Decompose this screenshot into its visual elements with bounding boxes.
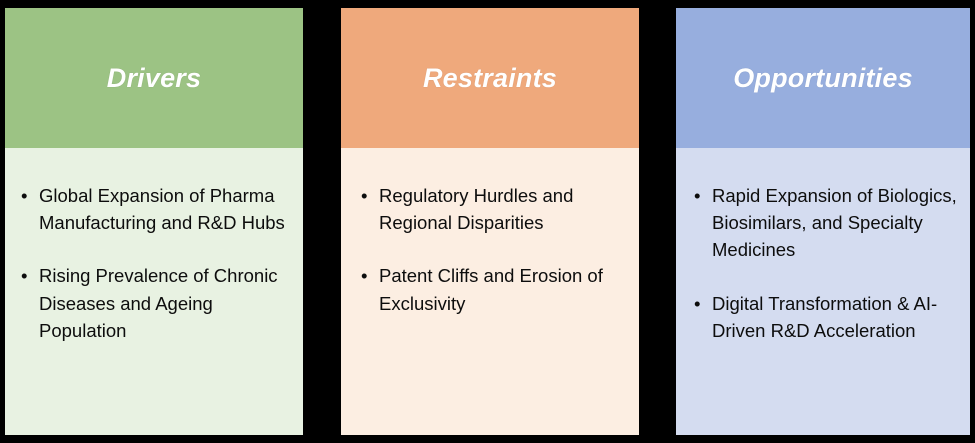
bullet-dot-icon: •	[361, 265, 368, 287]
list-item: • Digital Transformation & AI-Driven R&D…	[692, 290, 958, 344]
list-item-text: Rapid Expansion of Biologics, Biosimilar…	[712, 185, 957, 261]
column-title-restraints: Restraints	[422, 62, 558, 93]
column-opportunities: Opportunities • Rapid Expansion of Biolo…	[676, 8, 970, 435]
column-restraints: Restraints • Regulatory Hurdles and Regi…	[341, 8, 639, 435]
column-header-drivers: Drivers	[5, 8, 303, 148]
list-item: • Global Expansion of Pharma Manufacturi…	[19, 182, 291, 236]
list-item-text: Rising Prevalence of Chronic Diseases an…	[39, 265, 278, 341]
column-header-restraints: Restraints	[341, 8, 639, 148]
list-item-text: Global Expansion of Pharma Manufacturing…	[39, 185, 285, 234]
column-drivers: Drivers • Global Expansion of Pharma Man…	[5, 8, 303, 435]
column-body-opportunities: • Rapid Expansion of Biologics, Biosimil…	[676, 148, 970, 435]
list-item-text: Digital Transformation & AI-Driven R&D A…	[712, 292, 938, 341]
column-header-opportunities: Opportunities	[676, 8, 970, 148]
column-body-restraints: • Regulatory Hurdles and Regional Dispar…	[341, 148, 639, 435]
list-item: • Patent Cliffs and Erosion of Exclusivi…	[359, 262, 627, 316]
bullet-list-drivers: • Global Expansion of Pharma Manufacturi…	[19, 182, 291, 344]
list-item: • Rapid Expansion of Biologics, Biosimil…	[692, 182, 958, 264]
bullet-dot-icon: •	[694, 185, 701, 206]
list-item-text: Patent Cliffs and Erosion of Exclusivity	[379, 265, 603, 314]
list-item: • Rising Prevalence of Chronic Diseases …	[19, 262, 291, 344]
column-title-drivers: Drivers	[106, 62, 202, 93]
list-item: • Regulatory Hurdles and Regional Dispar…	[359, 182, 627, 236]
column-title-opportunities: Opportunities	[733, 62, 913, 93]
column-body-drivers: • Global Expansion of Pharma Manufacturi…	[5, 148, 303, 435]
bullet-dot-icon: •	[21, 185, 28, 206]
bullet-dot-icon: •	[21, 265, 28, 287]
bullet-dot-icon: •	[361, 185, 368, 206]
bullet-dot-icon: •	[694, 292, 701, 314]
bullet-list-opportunities: • Rapid Expansion of Biologics, Biosimil…	[692, 182, 958, 344]
list-item-text: Regulatory Hurdles and Regional Disparit…	[379, 185, 574, 234]
bullet-list-restraints: • Regulatory Hurdles and Regional Dispar…	[359, 182, 627, 317]
